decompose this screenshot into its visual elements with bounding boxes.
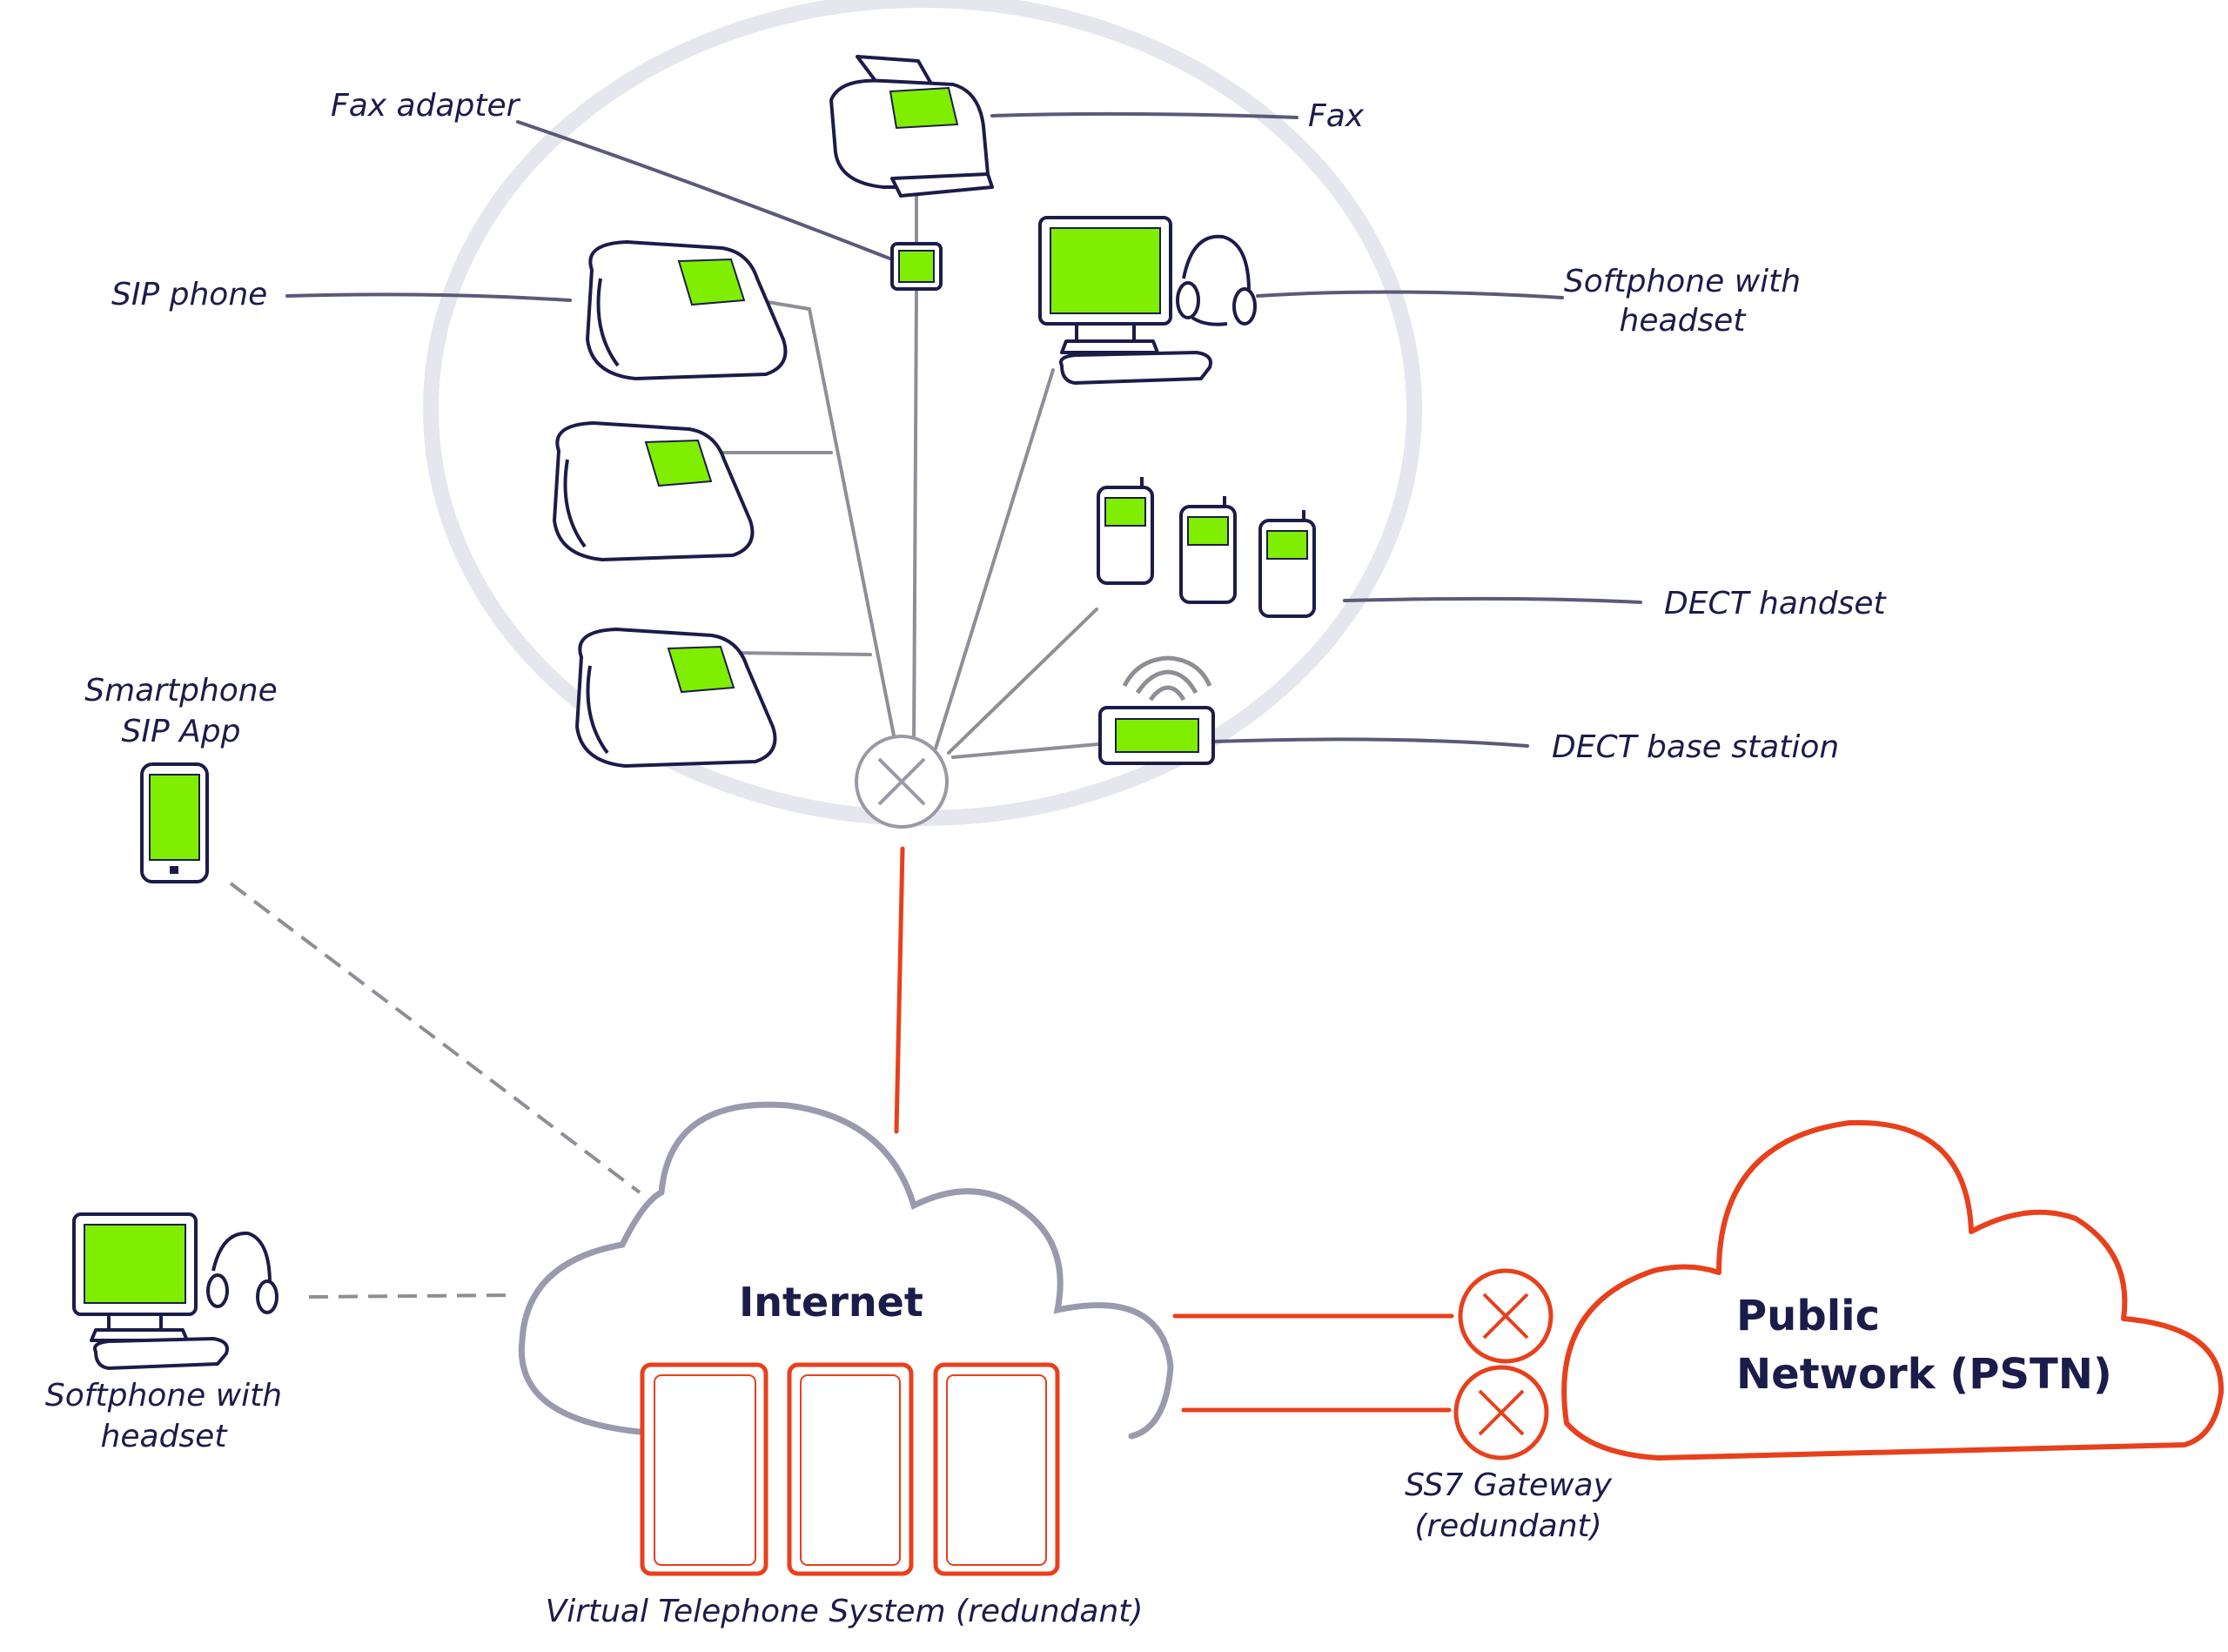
- ss7-label-2: (redundant): [1414, 1508, 1601, 1544]
- desk-phone-icon: [586, 240, 788, 380]
- softphone-left-label-2: headset: [101, 1419, 229, 1454]
- pstn-label-1: Public: [1736, 1292, 1880, 1340]
- link-smartphone-internet: [229, 882, 641, 1194]
- link-fax-adapter: [912, 290, 918, 750]
- link-sip-phones: [808, 307, 898, 750]
- dect-handset-icon: [1179, 494, 1237, 604]
- leader-fax: [990, 111, 1299, 119]
- smartphone-icon: [140, 762, 209, 883]
- uplink-office-internet: [894, 846, 905, 1134]
- softphone-left-label-1: Softphone with: [45, 1378, 282, 1414]
- smartphone-label-2: SIP App: [122, 714, 241, 749]
- desk-phone-icon: [575, 628, 777, 768]
- link-dect-handset: [947, 608, 1098, 755]
- fax-adapter-label: Fax adapter: [331, 88, 521, 124]
- softphone-top-label-2: headset: [1620, 303, 1748, 339]
- leader-sip-phone: [285, 292, 572, 302]
- pstn-cloud: [1561, 1119, 2225, 1461]
- softphone-top-label-1: Softphone with: [1564, 264, 1801, 299]
- computer-with-headset-icon: [72, 1212, 278, 1370]
- link-softphone-internet: [308, 1293, 514, 1299]
- fax-machine-icon: [829, 55, 994, 198]
- computer-with-headset-icon: [1038, 216, 1257, 385]
- server-icon: [933, 1362, 1060, 1576]
- sip-phone-label: SIP phone: [111, 277, 267, 312]
- vts-label: Virtual Telephone System (redundant): [546, 1594, 1144, 1629]
- gateway-icon: [1458, 1268, 1554, 1364]
- ss7-label-1: SS7 Gateway: [1405, 1467, 1612, 1503]
- link-dect-base: [951, 742, 1100, 759]
- dect-handset-label: DECT handset: [1664, 586, 1887, 621]
- link-sip-phone-3: [729, 651, 872, 656]
- server-icon: [787, 1362, 914, 1576]
- smartphone-label-1: Smartphone: [84, 673, 278, 708]
- link-softphone: [934, 368, 1055, 750]
- dect-base-label: DECT base station: [1552, 729, 1839, 765]
- server-icon: [640, 1362, 768, 1576]
- desk-phone-icon: [553, 421, 755, 561]
- leader-dect-handset: [1343, 596, 1642, 604]
- leader-softphone: [1256, 290, 1564, 299]
- gateway-icon: [1453, 1365, 1549, 1461]
- fax-adapter-screen: [898, 250, 935, 283]
- pstn-label-2: Network (PSTN): [1736, 1350, 2112, 1399]
- dect-handset-icon: [1097, 475, 1154, 585]
- dect-base-station-icon: [1098, 655, 1215, 765]
- fax-label: Fax: [1308, 98, 1365, 134]
- leader-fax-adapter: [516, 120, 898, 263]
- internet-cloud: [518, 1101, 1174, 1440]
- internet-label: Internet: [739, 1279, 923, 1326]
- router-icon: [855, 735, 949, 829]
- leader-dect-base: [1212, 737, 1529, 748]
- dect-handset-icon: [1258, 508, 1316, 618]
